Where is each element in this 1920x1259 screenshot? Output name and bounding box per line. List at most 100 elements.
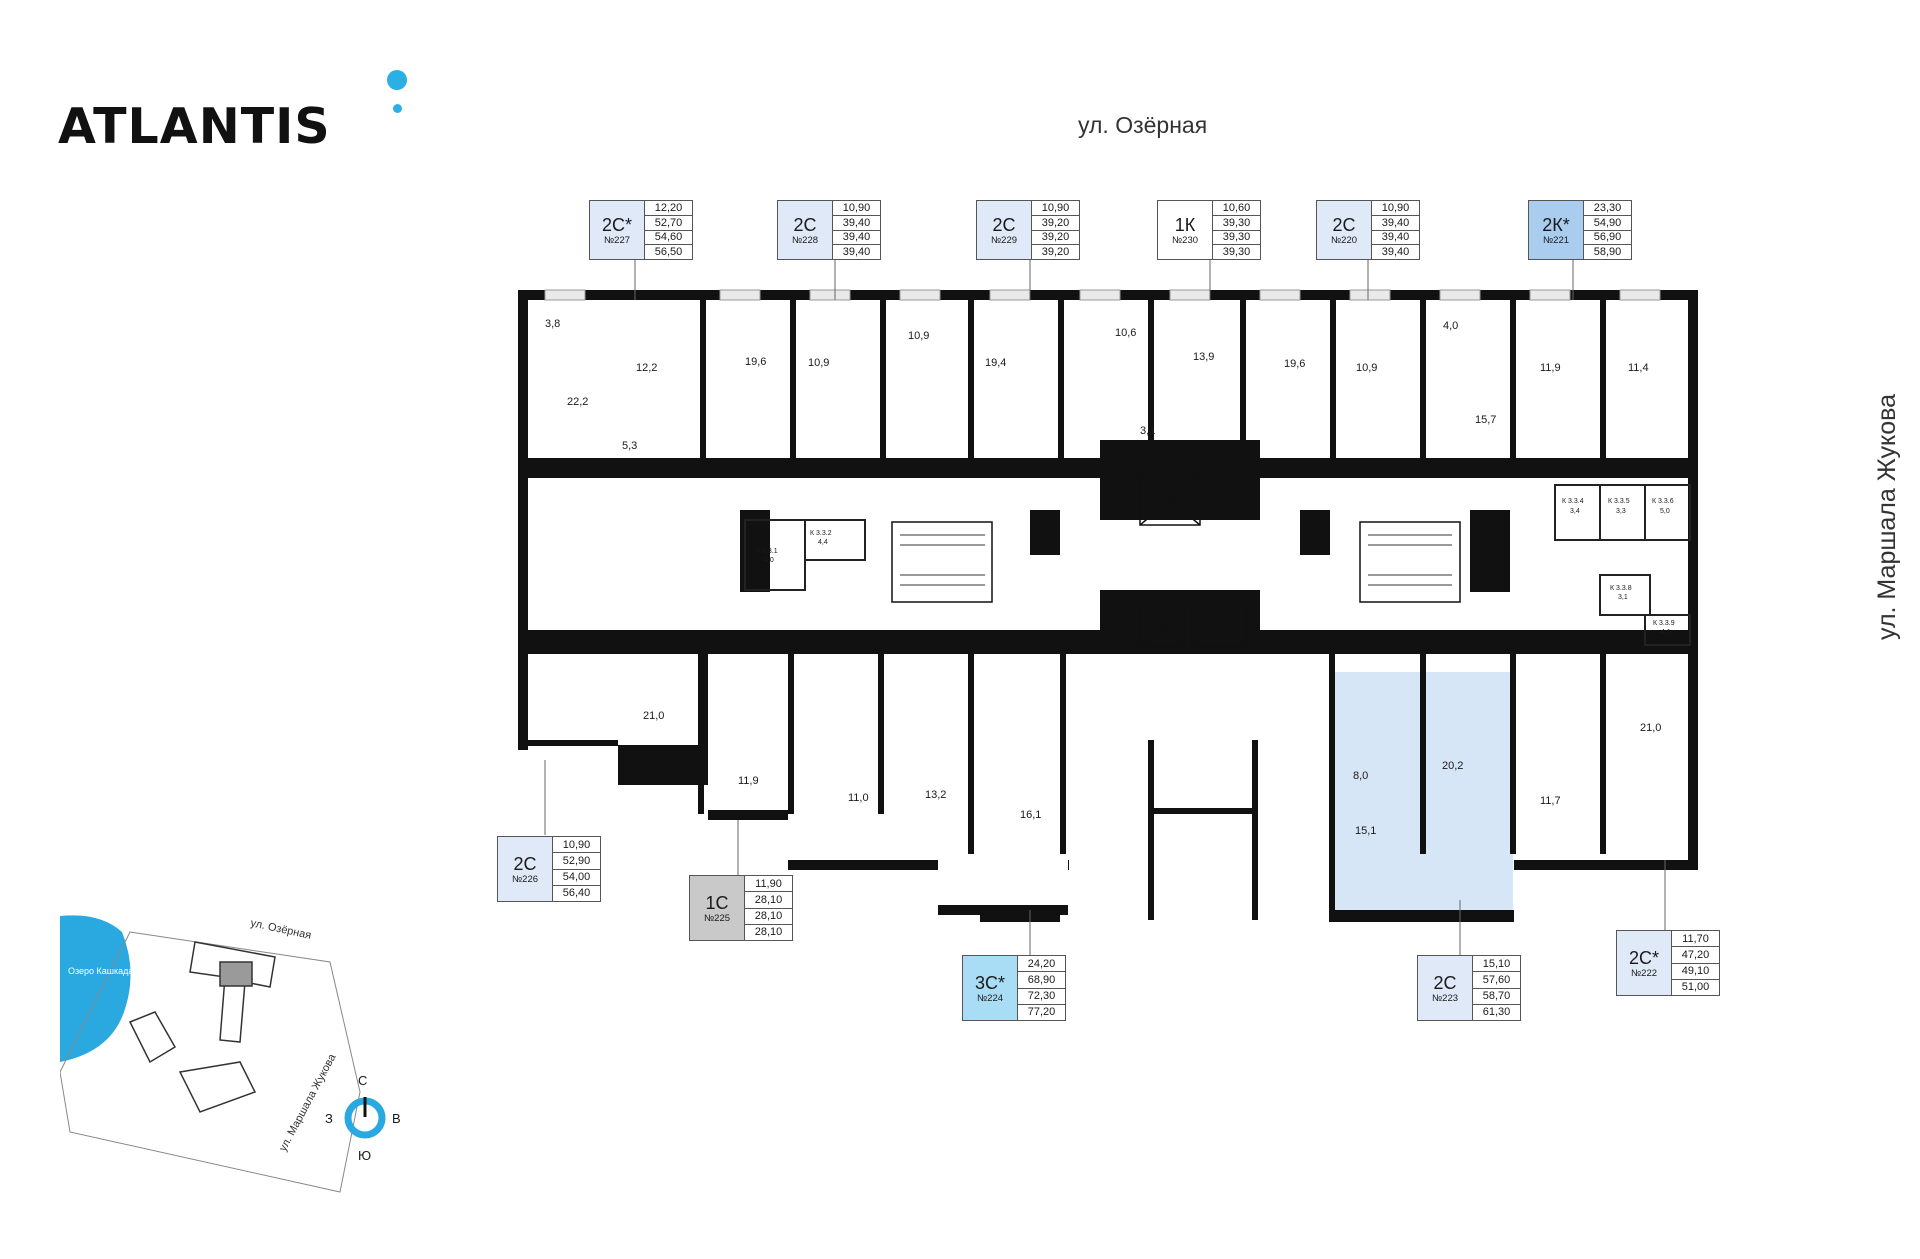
unit-card-225[interactable]: 1С №225 11,90 28,10 28,10 28,10	[689, 875, 793, 941]
unit-card-229[interactable]: 2С №229 10,90 39,20 39,20 39,20	[976, 200, 1080, 260]
unit-areas: 11,70 47,20 49,10 51,00	[1672, 931, 1719, 995]
unit-number: №225	[703, 912, 731, 924]
unit-type: 2С	[793, 214, 817, 235]
room-label: 21,0	[643, 710, 665, 722]
unit-area: 51,00	[1681, 981, 1710, 994]
site-minimap: Озеро Кашкадан ул. Озёрная ул. Маршала Ж…	[60, 915, 361, 1193]
unit-card-224[interactable]: 3С* №224 24,20 68,90 72,30 77,20	[962, 955, 1066, 1021]
unit-card-head: 1К №230	[1158, 201, 1213, 259]
room-label: 15,1	[1355, 825, 1377, 837]
unit-type: 2С	[1332, 214, 1356, 235]
unit-card-228[interactable]: 2С №228 10,90 39,40 39,40 39,40	[777, 200, 881, 260]
unit-number: №227	[603, 234, 631, 246]
storage-area: 4,4	[818, 539, 828, 546]
unit-areas: 23,30 54,90 56,90 58,90	[1584, 201, 1631, 259]
unit-area: 39,40	[833, 231, 880, 246]
unit-area: 68,90	[1018, 972, 1065, 989]
room-label: 5,3	[622, 440, 638, 452]
unit-areas: 11,90 28,10 28,10 28,10	[745, 876, 792, 940]
unit-area: 10,90	[1032, 201, 1079, 216]
storage-code: К 3.3.4	[1562, 498, 1584, 505]
unit-area: 57,60	[1473, 972, 1520, 989]
unit-card-head: 2С* №222	[1617, 931, 1672, 995]
unit-area: 39,20	[1041, 246, 1070, 259]
storage-area: 3,3	[1616, 508, 1626, 515]
unit-number: №222	[1630, 967, 1658, 979]
room-label: 13,9	[1193, 351, 1215, 363]
storage-code: К 3.3.9	[1653, 620, 1675, 627]
unit-card-head: 2С №223	[1418, 956, 1473, 1020]
room-label: 11,7	[1540, 795, 1561, 807]
minimap-street-top: ул. Озёрная	[249, 917, 312, 942]
unit-area: 52,70	[645, 216, 692, 231]
room-label: 10,9	[908, 330, 930, 342]
unit-card-221[interactable]: 2К* №221 23,30 54,90 56,90 58,90	[1528, 200, 1632, 260]
unit-areas: 10,90 39,20 39,20 39,20	[1032, 201, 1079, 259]
unit-areas: 24,20 68,90 72,30 77,20	[1018, 956, 1065, 1020]
room-label: 19,6	[1284, 358, 1306, 370]
room-label: 13,2	[925, 789, 947, 801]
unit-card-head: 3С* №224	[963, 956, 1018, 1020]
compass-icon	[344, 1097, 386, 1139]
unit-area: 56,90	[1584, 231, 1631, 246]
unit-area: 28,10	[745, 909, 792, 925]
room-label: 10,6	[1115, 327, 1137, 339]
compass-south: Ю	[358, 1148, 372, 1163]
room-label: 19,4	[985, 357, 1007, 369]
compass-west: З	[325, 1111, 333, 1126]
unit-areas: 10,90 39,40 39,40 39,40	[833, 201, 880, 259]
unit-area: 11,90	[745, 876, 792, 893]
room-label: 3,8	[545, 318, 561, 330]
unit-number: №221	[1542, 234, 1570, 246]
unit-area: 24,20	[1018, 956, 1065, 973]
unit-area: 56,40	[562, 887, 591, 900]
room-label: 12,2	[636, 362, 658, 374]
unit-areas: 10,90 52,90 54,00 56,40	[553, 837, 600, 901]
unit-type: 2С*	[1628, 947, 1659, 968]
unit-type: 1К	[1174, 214, 1196, 235]
unit-type: 2К*	[1542, 214, 1570, 235]
unit-area: 54,00	[553, 870, 600, 886]
unit-type: 2С*	[601, 214, 632, 235]
unit-number: №229	[990, 234, 1018, 246]
room-label: 3,1	[1140, 425, 1156, 437]
storage-area: 4,0	[764, 557, 774, 564]
storage-area: 3,1	[1618, 594, 1628, 601]
unit-area: 10,90	[1372, 201, 1419, 216]
unit-area: 39,40	[833, 216, 880, 231]
room-label: 15,7	[1475, 414, 1497, 426]
brand-logo: ATLANTIS	[58, 98, 331, 155]
unit-area: 56,50	[654, 246, 683, 259]
room-label: 11,0	[848, 792, 869, 804]
unit-area: 39,40	[1372, 216, 1419, 231]
unit-area: 39,30	[1213, 216, 1260, 231]
room-label: 4,0	[1443, 320, 1459, 332]
room-label: 10,9	[808, 357, 830, 369]
unit-card-226[interactable]: 2С №226 10,90 52,90 54,00 56,40	[497, 836, 601, 902]
unit-area: 39,30	[1222, 246, 1251, 259]
unit-area: 54,60	[645, 231, 692, 246]
unit-area: 10,90	[553, 837, 600, 854]
unit-card-222[interactable]: 2С* №222 11,70 47,20 49,10 51,00	[1616, 930, 1720, 996]
room-label: 8,0	[1353, 770, 1369, 782]
unit-areas: 10,90 39,40 39,40 39,40	[1372, 201, 1419, 259]
unit-area: 77,20	[1027, 1006, 1056, 1019]
room-label: 11,9	[738, 775, 759, 787]
lake	[60, 915, 131, 1062]
unit-card-220[interactable]: 2С №220 10,90 39,40 39,40 39,40	[1316, 200, 1420, 260]
unit-card-223[interactable]: 2С №223 15,10 57,60 58,70 61,30	[1417, 955, 1521, 1021]
unit-area: 52,90	[553, 853, 600, 870]
storage-area: 5,0	[1660, 508, 1670, 515]
unit-area: 10,60	[1213, 201, 1260, 216]
unit-area: 23,30	[1584, 201, 1631, 216]
room-label: 11,9	[1540, 362, 1561, 374]
unit-area: 10,90	[833, 201, 880, 216]
unit-card-227[interactable]: 2С* №227 12,20 52,70 54,60 56,50	[589, 200, 693, 260]
site-outline	[60, 931, 361, 1193]
unit-card-head: 1С №225	[690, 876, 745, 940]
unit-number: №230	[1171, 234, 1199, 246]
logo-dot-large	[387, 70, 407, 90]
unit-number: №228	[791, 234, 819, 246]
street-label-top: ул. Озёрная	[1078, 112, 1208, 138]
unit-card-230[interactable]: 1К №230 10,60 39,30 39,30 39,30	[1157, 200, 1261, 260]
